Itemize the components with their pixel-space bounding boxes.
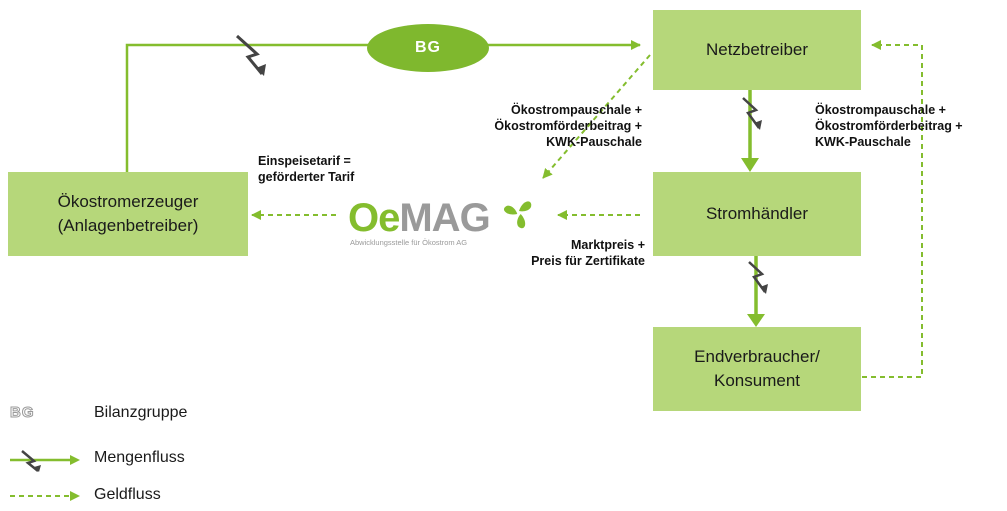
windmill-icon (504, 201, 532, 229)
node-netzbetreiber-label: Netzbetreiber (705, 40, 809, 59)
legend-label-bilanzgruppe: Bilanzgruppe (94, 404, 188, 421)
node-oekostromerzeuger-label: Ökostromerzeuger (Anlagenbetreiber) (57, 192, 199, 235)
lightning-icon (748, 261, 768, 294)
bilanzgruppe-legend-icon: BG (10, 404, 35, 422)
mengenfluss-icon (10, 450, 80, 472)
label-endv-to-netz: Ökostrompauschale + Ökostromförderbeitra… (815, 103, 963, 149)
node-endverbraucher-label: Endverbraucher/ Konsument (694, 347, 820, 390)
node-netzbetreiber: Netzbetreiber (653, 10, 861, 90)
bilanzgruppe-label: BG (415, 39, 441, 56)
node-oekostromerzeuger: Ökostromerzeuger (Anlagenbetreiber) (8, 172, 248, 256)
label-stromh-to-oemag: Marktpreis + Preis für Zertifikate (531, 238, 645, 268)
legend-item-bilanzgruppe: BG Bilanzgruppe (10, 402, 270, 426)
node-endverbraucher: Endverbraucher/ Konsument (653, 327, 861, 411)
oemag-subtitle: Abwicklungsstelle für Ökostrom AG (350, 238, 468, 247)
oemag-wordmark: OeMAG (348, 196, 491, 240)
legend-label-geldfluss: Geldfluss (94, 486, 161, 503)
arrowhead-icon (747, 314, 765, 327)
money-flow-netzbetreiber-oemag (542, 54, 651, 179)
legend-label-mengenfluss: Mengenfluss (94, 449, 185, 466)
bilanzgruppe-badge: BG (367, 24, 489, 72)
arrowhead-icon (741, 158, 759, 172)
node-stromhaendler-label: Stromhändler (705, 204, 809, 223)
oemag-logo: OeMAG Abwicklungsstelle für Ökostrom AG (340, 196, 540, 258)
oemag-wordmark-mag: MAG (399, 196, 490, 240)
lightning-icon (235, 34, 266, 76)
lightning-icon (742, 97, 762, 130)
legend-item-geldfluss: Geldfluss (10, 484, 270, 508)
oemag-wordmark-oe: Oe (348, 196, 400, 240)
label-oemag-to-erzeuger: Einspeisetarif = geförderter Tarif (258, 154, 355, 184)
label-netz-to-oemag: Ökostrompauschale + Ökostromförderbeitra… (494, 103, 642, 149)
geldfluss-icon (10, 491, 80, 501)
node-stromhaendler: Stromhändler (653, 172, 861, 256)
legend-item-mengenfluss: Mengenfluss (10, 447, 270, 472)
money-flow-endverbraucher-netzbetreiber (862, 40, 923, 378)
